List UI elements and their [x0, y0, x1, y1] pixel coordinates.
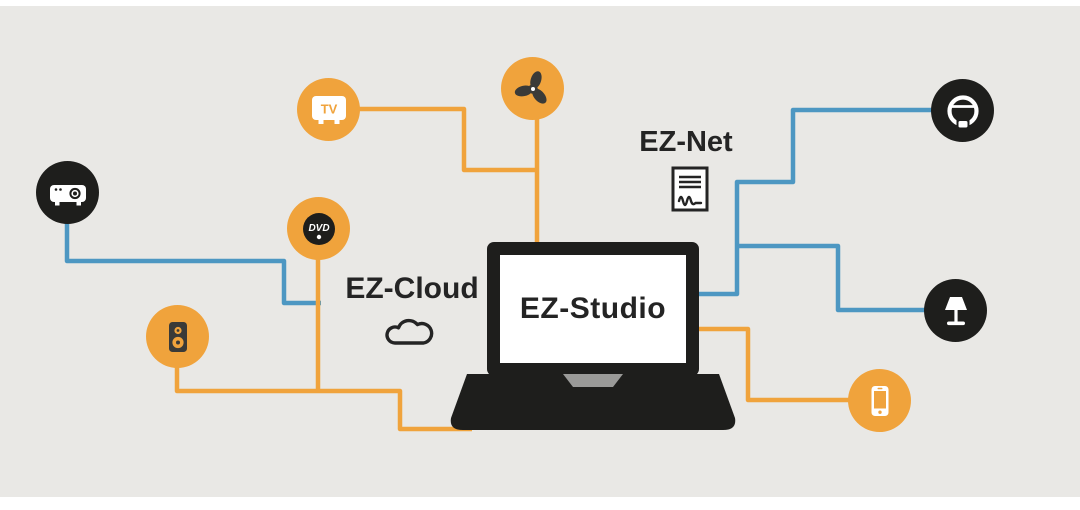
projector-icon	[49, 184, 86, 205]
dvd-disc-icon: DVD	[302, 212, 335, 245]
laptop-screen: EZ-Studio	[487, 242, 699, 376]
cloud-icon	[385, 318, 434, 345]
laptop-base	[450, 374, 736, 430]
wire-projector	[64, 220, 321, 306]
tv-label: TV	[320, 101, 337, 116]
device-node-projector	[36, 161, 99, 224]
wire-smartphone	[697, 326, 850, 403]
device-node-dvd: DVD	[287, 197, 350, 260]
speaker-icon	[168, 321, 187, 352]
wire-lamp	[735, 243, 926, 313]
wire-robot-vacuum	[696, 107, 933, 297]
top-margin	[0, 0, 1080, 6]
cloud-service-label: EZ-Cloud	[345, 272, 479, 305]
smartphone-icon	[871, 385, 888, 416]
laptop-display: EZ-Studio	[500, 255, 686, 363]
robot-vacuum-icon	[946, 94, 979, 129]
device-node-tv: TV	[297, 78, 360, 141]
device-node-lamp	[924, 279, 987, 342]
net-service-label: EZ-Net	[639, 126, 733, 158]
document-icon	[671, 166, 709, 212]
wire-tv	[356, 106, 539, 173]
dvd-label: DVD	[308, 223, 329, 234]
device-node-fan	[501, 57, 564, 120]
device-node-speaker	[146, 305, 209, 368]
hub-title: EZ-Studio	[519, 292, 667, 325]
device-node-smartphone	[848, 369, 911, 432]
fan-icon	[514, 70, 547, 104]
wire-speaker	[174, 364, 472, 432]
lamp-icon	[944, 296, 967, 325]
bottom-margin	[0, 497, 1080, 510]
device-node-robot-vacuum	[931, 79, 994, 142]
tv-icon: TV	[311, 95, 346, 124]
